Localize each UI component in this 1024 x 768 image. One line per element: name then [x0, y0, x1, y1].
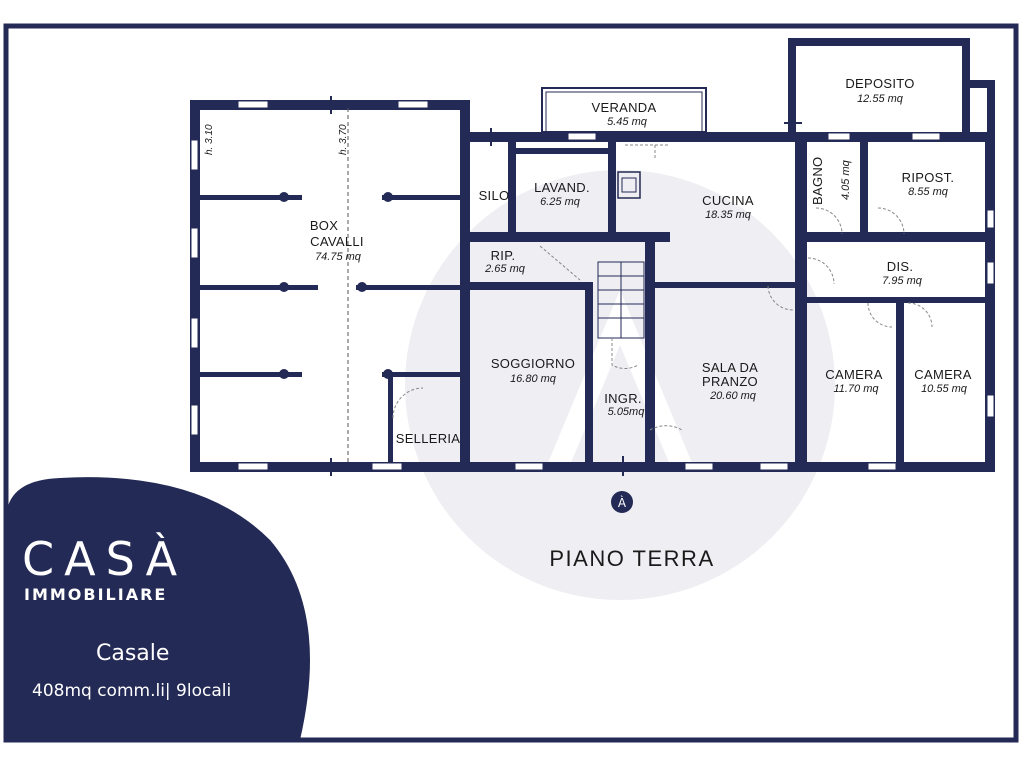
height-label-2: h. 3.70	[338, 124, 349, 155]
entrance-marker-icon: À	[611, 491, 633, 513]
page-border	[3, 23, 1019, 743]
room-bagno-area: 4.05 mq	[840, 159, 852, 200]
room-sala-line1: SALA DA	[702, 360, 758, 375]
room-deposito: DEPOSITO	[845, 76, 914, 91]
property-type: Casale	[96, 641, 169, 666]
floor-title: PIANO TERRA	[549, 546, 714, 571]
windows	[190, 100, 995, 471]
room-deposito-area: 12.55 mq	[857, 93, 904, 105]
room-sala-line2: PRANZO	[702, 374, 758, 389]
entrance-letter: À	[618, 495, 627, 510]
brand-name: CASÀ	[22, 532, 187, 586]
room-camera-2: CAMERA	[914, 367, 971, 382]
room-sala-area: 20.60 mq	[709, 390, 757, 402]
room-veranda-area: 5.45 mq	[607, 116, 648, 128]
room-soggiorno: SOGGIORNO	[491, 356, 575, 371]
room-camera-1-area: 11.70 mq	[833, 383, 879, 395]
room-box-cavalli-line2: CAVALLI	[310, 234, 364, 249]
brand-block: CASÀ IMMOBILIARE Casale 408mq comm.li| 9…	[6, 477, 310, 740]
doors	[392, 144, 933, 431]
height-label-1: h. 3.10	[204, 124, 215, 155]
room-soggiorno-area: 16.80 mq	[510, 373, 557, 385]
watermark	[405, 170, 835, 600]
room-lavand: LAVAND.	[534, 180, 590, 195]
room-rip-area: 2.65 mq	[484, 263, 526, 275]
room-silo: SILO	[479, 188, 510, 203]
room-ingr-area: 5.05mq	[608, 406, 646, 418]
room-cucina: CUCINA	[702, 193, 754, 208]
opening-markers	[322, 96, 802, 476]
brand-subtitle: IMMOBILIARE	[24, 585, 167, 604]
room-rip: RIP.	[491, 248, 516, 263]
room-dis: DIS.	[887, 259, 913, 274]
room-dis-area: 7.95 mq	[882, 275, 923, 287]
room-veranda: VERANDA	[592, 100, 657, 115]
property-info: 408mq comm.li| 9locali	[32, 681, 231, 701]
room-lavand-area: 6.25 mq	[540, 196, 581, 208]
room-ingr: INGR.	[604, 391, 642, 406]
sink-icon	[617, 171, 641, 199]
room-selleria: SELLERIA	[396, 431, 461, 446]
room-box-cavalli-area: 74.75 mq	[315, 251, 362, 263]
room-ripost: RIPOST.	[902, 170, 955, 185]
room-box-cavalli-line1: BOX	[310, 218, 338, 233]
room-ripost-area: 8.55 mq	[908, 186, 949, 198]
room-bagno: BAGNO	[810, 157, 825, 205]
staircase	[539, 245, 645, 339]
height-labels: h. 3.10 h. 3.70	[204, 124, 349, 155]
room-camera-2-area: 10.55 mq	[921, 383, 968, 395]
stall-posts	[279, 192, 393, 379]
room-cucina-area: 18.35 mq	[705, 209, 752, 221]
room-camera-1: CAMERA	[825, 367, 882, 382]
